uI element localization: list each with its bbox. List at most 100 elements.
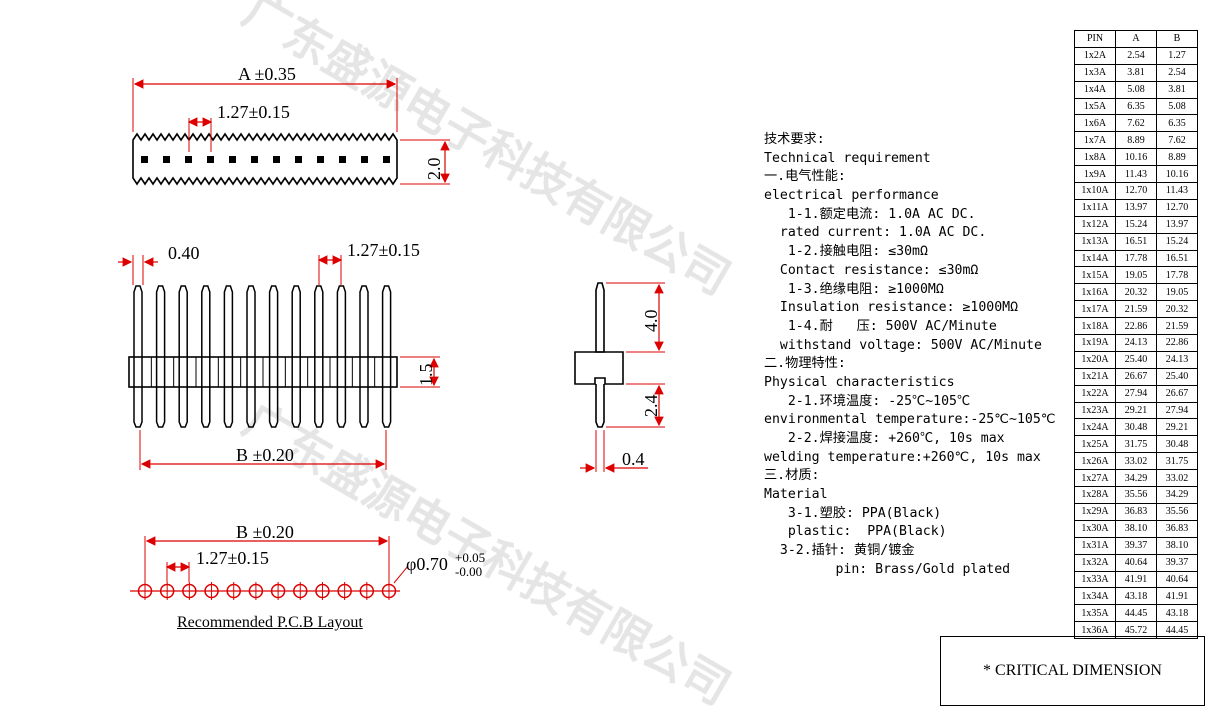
b-cell: 16.51 — [1156, 249, 1198, 268]
spec-line: Technical requirement — [764, 150, 931, 166]
top-pin-square — [229, 156, 236, 163]
spec-line: plastic: PPA(Black) — [764, 524, 947, 540]
watermark-text-1: 广东盛源电子科技有限公司 — [235, 0, 740, 306]
a-cell: 38.10 — [1115, 519, 1157, 538]
a-cell: 22.86 — [1115, 317, 1157, 336]
a-cell: 33.02 — [1115, 452, 1157, 471]
side-dim-upper: 4.0 — [641, 310, 661, 333]
a-cell: 19.05 — [1115, 266, 1157, 285]
pin-cell: 1x18A — [1074, 317, 1116, 336]
front-pins — [133, 285, 392, 428]
pin-cell: 1x20A — [1074, 350, 1116, 369]
b-cell: 22.86 — [1156, 334, 1198, 352]
spec-line: 2-1.环境温度: -25℃~105℃ — [764, 393, 971, 409]
table-header-b: B — [1156, 30, 1198, 48]
pin-cell: 1x2A — [1074, 46, 1116, 65]
b-cell: 19.05 — [1156, 283, 1198, 302]
spec-line: welding temperature:+260℃, 10s max — [764, 449, 1041, 465]
a-cell: 31.75 — [1115, 435, 1157, 454]
a-cell: 24.13 — [1115, 334, 1157, 352]
pin-cell: 1x19A — [1074, 334, 1116, 352]
b-cell: 17.78 — [1156, 266, 1198, 285]
a-cell: 3.81 — [1115, 63, 1157, 82]
spec-line: electrical performance — [764, 188, 939, 204]
spec-line: withstand voltage: 500V AC/Minute — [764, 337, 1042, 353]
top-pin-square — [317, 156, 324, 163]
pin-cell: 1x28A — [1074, 486, 1116, 504]
spec-line: Insulation resistance: ≥1000MΩ — [764, 300, 1019, 316]
pin-cell: 1x22A — [1074, 384, 1116, 403]
b-cell: 41.91 — [1156, 587, 1198, 606]
spec-line: 1-3.绝缘电阻: ≥1000MΩ — [764, 281, 944, 297]
pin-cell: 1x30A — [1074, 519, 1116, 538]
a-cell: 21.59 — [1115, 300, 1157, 319]
b-cell: 44.45 — [1156, 621, 1198, 640]
spec-line: pin: Brass/Gold plated — [764, 561, 1011, 577]
spec-line: Contact resistance: ≤30mΩ — [764, 262, 979, 278]
b-cell: 27.94 — [1156, 401, 1198, 420]
top-pin-square — [251, 156, 258, 163]
a-cell: 40.64 — [1115, 553, 1157, 572]
front-pin — [246, 285, 256, 428]
front-pin — [133, 285, 143, 428]
top-view: A ±0.35 1.27±0.15 2.0 — [132, 64, 450, 186]
top-pin-square — [383, 156, 390, 163]
front-dim-pin-width: 0.40 — [168, 243, 200, 263]
b-cell: 7.62 — [1156, 131, 1198, 150]
front-dim-body: 1.5 — [416, 364, 436, 387]
b-cell: 26.67 — [1156, 384, 1198, 403]
pin-cell: 1x4A — [1074, 80, 1116, 99]
b-cell: 30.48 — [1156, 435, 1198, 454]
b-cell: 25.40 — [1156, 367, 1198, 386]
top-pin-square — [361, 156, 368, 163]
table-header-pin: PIN — [1074, 30, 1116, 48]
a-cell: 34.29 — [1115, 469, 1157, 488]
b-cell: 35.56 — [1156, 502, 1198, 521]
front-pin — [268, 285, 279, 428]
pin-cell: 1x29A — [1074, 502, 1116, 521]
spec-line: 1-2.接触电阻: ≤30mΩ — [764, 244, 928, 260]
a-cell: 17.78 — [1115, 249, 1157, 268]
b-cell: 1.27 — [1156, 46, 1198, 65]
b-cell: 40.64 — [1156, 570, 1198, 589]
b-cell: 33.02 — [1156, 469, 1198, 488]
pin-cell: 1x36A — [1074, 621, 1116, 640]
top-pin-square — [339, 156, 346, 163]
b-cell: 36.83 — [1156, 519, 1198, 538]
top-pin-squares — [141, 156, 390, 163]
b-cell: 2.54 — [1156, 63, 1198, 82]
a-cell: 2.54 — [1115, 46, 1157, 65]
pcb-tol-plus: +0.05 — [455, 550, 485, 565]
a-cell: 29.21 — [1115, 401, 1157, 420]
front-pin — [223, 285, 234, 428]
front-pin — [291, 285, 301, 428]
front-pin — [359, 285, 369, 428]
a-cell: 13.97 — [1115, 198, 1157, 217]
pin-cell: 1x25A — [1074, 435, 1116, 454]
pin-cell: 1x34A — [1074, 587, 1116, 606]
spec-line: 一.电气性能: — [764, 169, 846, 185]
a-cell: 35.56 — [1115, 486, 1157, 504]
b-cell: 31.75 — [1156, 452, 1198, 471]
top-pin-square — [163, 156, 170, 163]
side-dim-lower: 2.4 — [641, 395, 661, 418]
top-pin-square — [295, 156, 302, 163]
watermark: 广东盛源电子科技有限公司 广东盛源电子科技有限公司 — [235, 0, 740, 708]
